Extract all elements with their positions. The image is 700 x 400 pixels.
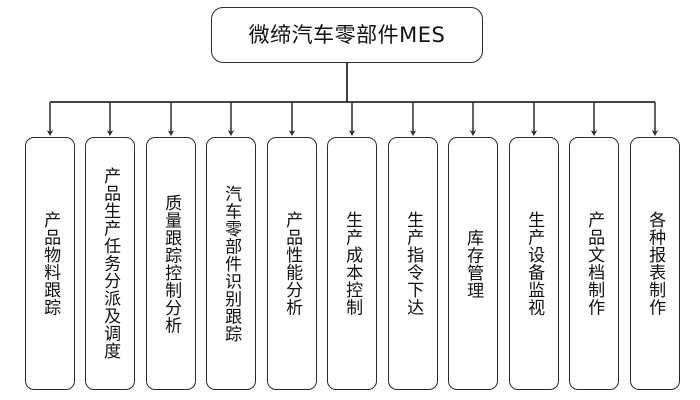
leaf-node-production-order-issuance[interactable]: 生产指令下达 (388, 137, 438, 390)
leaf-node-product-document-creation[interactable]: 产品文档制作 (569, 137, 619, 390)
leaf-node-product-performance-analysis[interactable]: 产品性能分析 (267, 137, 317, 390)
leaf-node-label: 产品物料跟踪 (40, 211, 61, 316)
leaf-node-label: 汽车零部件识别跟踪 (221, 184, 242, 343)
leaf-node-label: 产品文档制作 (584, 211, 605, 316)
leaf-node-label: 产品生产任务分派及调度 (100, 167, 121, 360)
root-node-label: 微缔汽车零部件MES (248, 22, 446, 47)
leaf-node-label: 生产设备监视 (524, 211, 545, 316)
root-node-mes[interactable]: 微缔汽车零部件MES (211, 7, 483, 63)
leaf-node-label: 质量跟踪控制分析 (161, 193, 182, 334)
leaf-node-task-dispatch-scheduling[interactable]: 产品生产任务分派及调度 (85, 137, 135, 390)
leaf-node-parts-identification-tracking[interactable]: 汽车零部件识别跟踪 (206, 137, 256, 390)
leaf-node-label: 各种报表制作 (645, 211, 666, 316)
leaf-node-quality-tracking-analysis[interactable]: 质量跟踪控制分析 (146, 137, 196, 390)
leaf-node-inventory-management[interactable]: 库存管理 (448, 137, 498, 390)
leaf-node-label: 产品性能分析 (282, 211, 303, 316)
leaf-node-label: 生产指令下达 (403, 211, 424, 316)
leaf-node-report-generation[interactable]: 各种报表制作 (630, 137, 680, 390)
leaf-node-production-cost-control[interactable]: 生产成本控制 (327, 137, 377, 390)
leaf-node-label: 库存管理 (463, 228, 484, 299)
leaf-node-label: 生产成本控制 (342, 211, 363, 316)
leaf-node-equipment-monitoring[interactable]: 生产设备监视 (509, 137, 559, 390)
leaf-node-material-tracking[interactable]: 产品物料跟踪 (25, 137, 75, 390)
